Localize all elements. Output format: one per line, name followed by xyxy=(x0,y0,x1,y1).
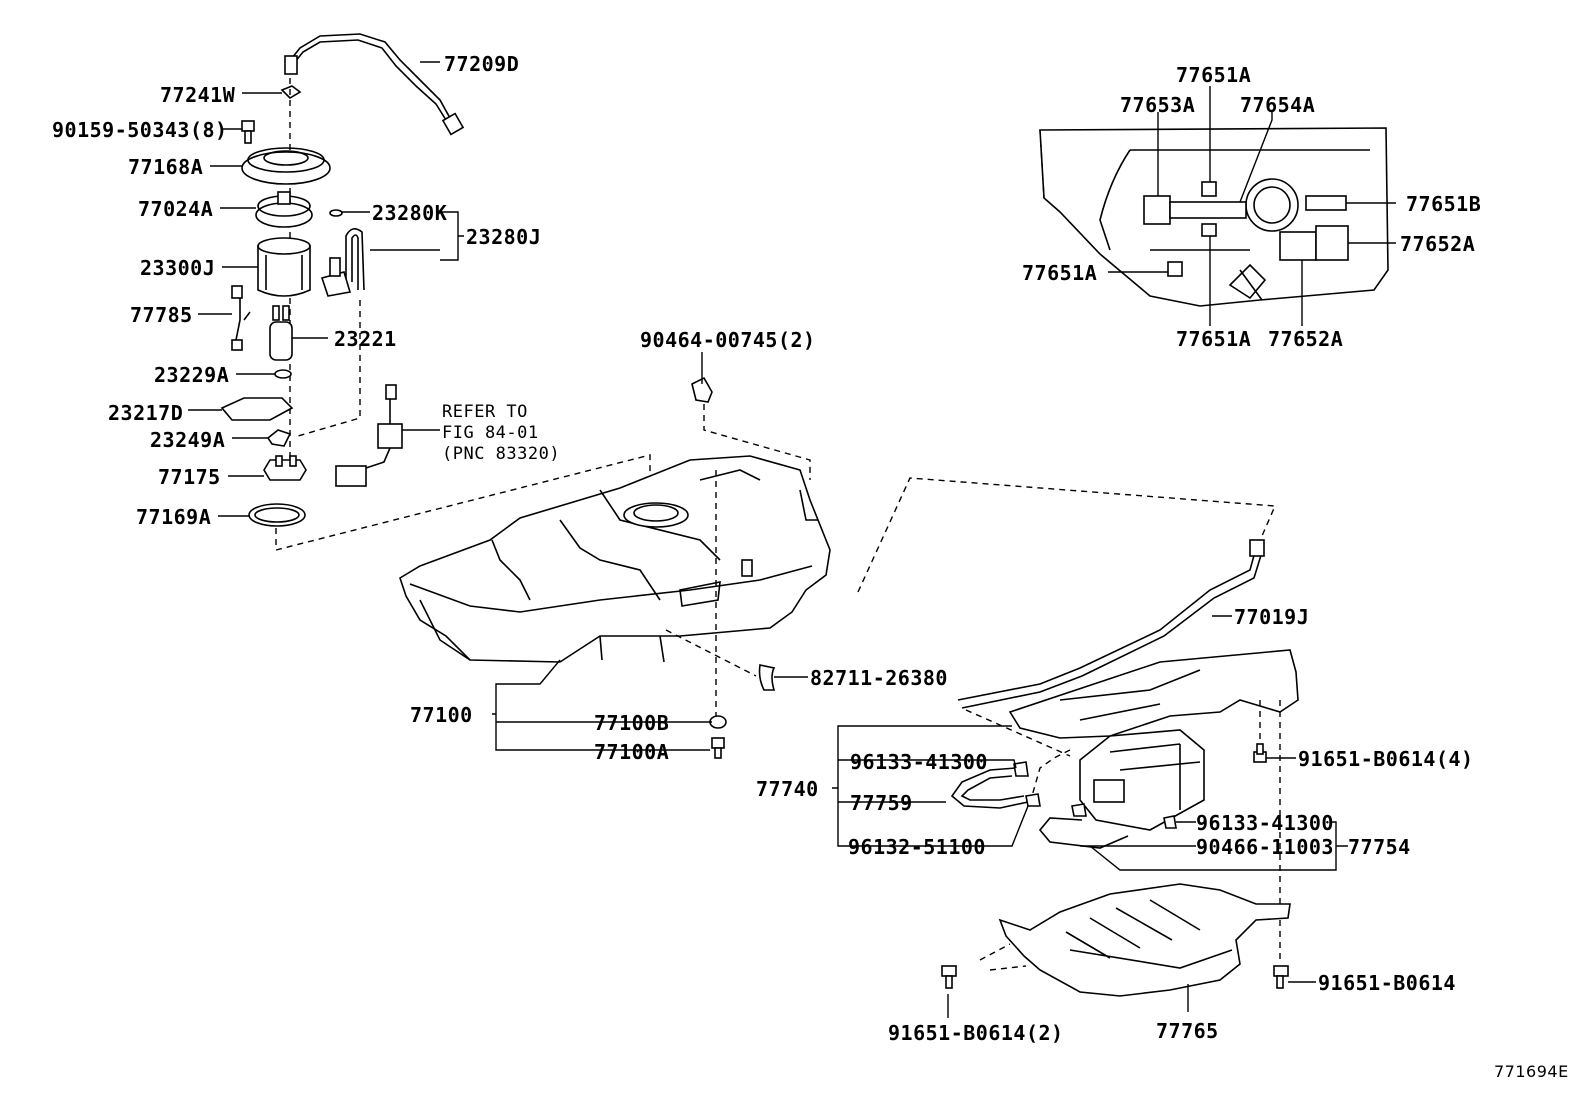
part-77100B-label[interactable]: 77100B xyxy=(594,711,670,735)
part-23280K-label[interactable]: 23280K xyxy=(372,201,448,225)
tank-label-location-drawing xyxy=(1039,127,1389,307)
illustration-code: 771694E xyxy=(1494,1062,1569,1081)
fuel-pump-assembly-drawing xyxy=(220,33,651,551)
part-77209D-label[interactable]: 77209D xyxy=(444,52,520,76)
part-96132-51100-label[interactable]: 96132-51100 xyxy=(848,835,986,859)
part-77651A-label-left[interactable]: 77651A xyxy=(1022,261,1098,285)
part-91651-B0614-4-label[interactable]: 91651-B0614(4) xyxy=(1298,747,1474,771)
part-77100-label[interactable]: 77100 xyxy=(410,703,473,727)
part-77169A-label[interactable]: 77169A xyxy=(136,505,212,529)
part-77651A-label-bottom[interactable]: 77651A xyxy=(1176,327,1252,351)
part-77740-label[interactable]: 77740 xyxy=(756,777,819,801)
leader-lines xyxy=(188,61,1396,1018)
part-77168A-label[interactable]: 77168A xyxy=(128,155,204,179)
part-23280J-label[interactable]: 23280J xyxy=(466,225,542,249)
part-91651-B0614-label[interactable]: 91651-B0614 xyxy=(1318,971,1456,995)
part-90466-11003-label[interactable]: 90466-11003 xyxy=(1196,835,1334,859)
part-23229A-label[interactable]: 23229A xyxy=(154,363,230,387)
part-77651B-label[interactable]: 77651B xyxy=(1406,192,1482,216)
part-90464-00745-label[interactable]: 90464-00745(2) xyxy=(640,328,816,352)
part-77019J-label[interactable]: 77019J xyxy=(1234,605,1310,629)
refer-note-line3[interactable]: (PNC 83320) xyxy=(442,444,561,464)
part-77653A-label[interactable]: 77653A xyxy=(1120,93,1196,117)
part-77024A-label[interactable]: 77024A xyxy=(138,197,214,221)
part-77175-label[interactable]: 77175 xyxy=(158,465,221,489)
part-77765-label[interactable]: 77765 xyxy=(1156,1019,1219,1043)
part-23249A-label[interactable]: 23249A xyxy=(150,428,226,452)
part-77785-label[interactable]: 77785 xyxy=(130,303,193,327)
part-77651A-label-top[interactable]: 77651A xyxy=(1176,63,1252,87)
part-82711-26380-label[interactable]: 82711-26380 xyxy=(810,666,948,690)
part-77241W-label[interactable]: 77241W xyxy=(160,83,236,107)
part-23221-label[interactable]: 23221 xyxy=(334,327,397,351)
canister-assembly-drawing xyxy=(941,539,1299,997)
part-91651-B0614-2-label[interactable]: 91651-B0614(2) xyxy=(888,1021,1064,1045)
part-77754-label[interactable]: 77754 xyxy=(1348,835,1411,859)
part-96133-41300-label-a[interactable]: 96133-41300 xyxy=(850,750,988,774)
part-90159-50343-label[interactable]: 90159-50343(8) xyxy=(52,118,228,142)
part-77652A-label-right[interactable]: 77652A xyxy=(1400,232,1476,256)
part-23300J-label[interactable]: 23300J xyxy=(140,256,216,280)
refer-note-line1: REFER TO xyxy=(442,402,528,422)
part-77654A-label[interactable]: 77654A xyxy=(1240,93,1316,117)
part-77759-label[interactable]: 77759 xyxy=(850,791,913,815)
part-23217D-label[interactable]: 23217D xyxy=(108,401,184,425)
part-77100A-label[interactable]: 77100A xyxy=(594,740,670,764)
part-77652A-label-bottom[interactable]: 77652A xyxy=(1268,327,1344,351)
part-96133-41300-label-b[interactable]: 96133-41300 xyxy=(1196,811,1334,835)
fuel-tank-drawing xyxy=(399,376,1277,759)
refer-note-line2[interactable]: FIG 84-01 xyxy=(442,423,539,443)
